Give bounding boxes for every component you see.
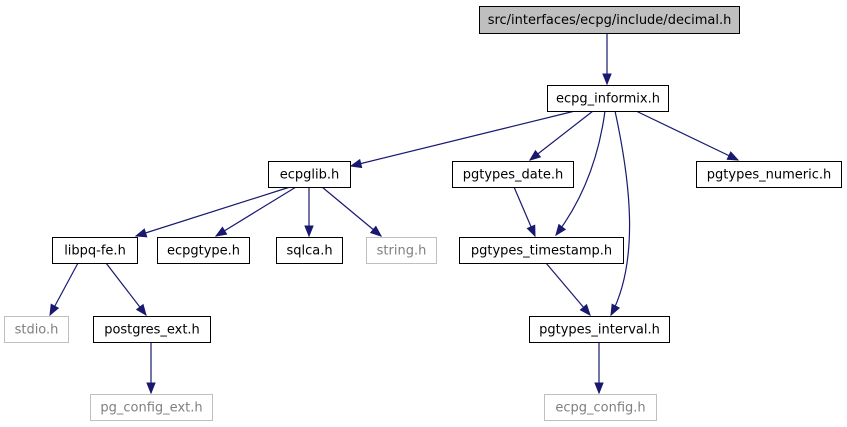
edge-pgtypes_date_h-to-pgtypes_timestamp_h: [513, 186, 536, 238]
edge-line: [215, 186, 297, 237]
node-box: [544, 394, 657, 421]
node-box: [529, 316, 670, 343]
node-label: libpq-fe.h: [64, 244, 126, 259]
node-label: ecpg_informix.h: [556, 92, 660, 107]
node-box: [547, 85, 669, 112]
edge-line: [135, 186, 291, 237]
edge-line: [610, 110, 631, 316]
edge-line: [350, 110, 576, 167]
node-box: [268, 161, 351, 188]
node-pg-config-ext-h: pg_config_ext.h: [90, 394, 213, 421]
node-box: [366, 237, 437, 264]
edge-arrowhead: [594, 382, 604, 395]
node-pgtypes-interval-h[interactable]: pgtypes_interval.h: [529, 316, 670, 343]
edges-layer: [49, 33, 740, 395]
edge-arrowhead: [134, 228, 148, 238]
node-pgtypes-numeric-h[interactable]: pgtypes_numeric.h: [696, 161, 842, 188]
node-box: [90, 394, 213, 421]
node-libpq-fe-h[interactable]: libpq-fe.h: [52, 237, 138, 264]
edge-arrowhead: [214, 226, 228, 237]
node-pgtypes-timestamp-h[interactable]: pgtypes_timestamp.h: [459, 237, 624, 264]
node-postgres-ext-h[interactable]: postgres_ext.h: [93, 316, 211, 343]
edge-arrowhead: [528, 149, 542, 161]
node-box: [276, 237, 343, 264]
node-label: string.h: [377, 244, 427, 259]
edge-arrowhead: [726, 151, 740, 161]
node-label: ecpgtype.h: [167, 244, 240, 259]
node-label: pgtypes_interval.h: [539, 323, 660, 338]
node-label: stdio.h: [15, 323, 59, 338]
node-label: postgres_ext.h: [104, 323, 200, 338]
edge-arrowhead: [369, 225, 383, 237]
node-box: [52, 237, 138, 264]
node-label: pgtypes_timestamp.h: [471, 244, 612, 259]
node-ecpgtype-h[interactable]: ecpgtype.h: [157, 237, 250, 264]
edge-line: [321, 186, 382, 237]
edge-ecpg_informix_h-to-pgtypes_numeric_h: [635, 110, 740, 161]
node-box: [93, 316, 211, 343]
edge-libpq_fe_h-to-stdio_h: [49, 262, 79, 317]
node-ecpg-config-h: ecpg_config.h: [544, 394, 657, 421]
edge-arrowhead: [610, 303, 621, 317]
node-box: [4, 316, 69, 343]
edge-arrowhead: [526, 224, 536, 238]
edge-line: [555, 110, 606, 236]
edge-line: [105, 262, 147, 316]
edge-line: [529, 110, 594, 161]
edge-arrowhead: [135, 303, 147, 317]
node-label: pgtypes_date.h: [463, 168, 564, 183]
edge-pgtypes_interval_h-to-ecpg_config_h: [594, 342, 604, 395]
node-box: [452, 161, 574, 188]
edge-line: [635, 110, 739, 161]
node-box: [479, 6, 740, 34]
edge-ecpglib_h-to-libpq_fe_h: [134, 186, 291, 238]
node-pgtypes-date-h[interactable]: pgtypes_date.h: [452, 161, 574, 188]
edge-arrowhead: [304, 225, 314, 238]
node-label: pgtypes_numeric.h: [707, 168, 831, 183]
edge-decimal_h-to-ecpg_informix_h: [602, 33, 612, 86]
node-string-h: string.h: [366, 237, 437, 264]
node-label: pg_config_ext.h: [100, 401, 202, 416]
node-stdio-h: stdio.h: [4, 316, 69, 343]
edge-arrowhead: [602, 73, 612, 86]
edge-ecpglib_h-to-string_h: [321, 186, 383, 237]
node-box: [459, 237, 624, 264]
edge-postgres_ext_h-to-pg_config_ext_h: [146, 342, 156, 395]
edge-pgtypes_timestamp_h-to-pgtypes_interval_h: [545, 262, 591, 317]
edge-arrowhead: [349, 158, 363, 169]
edge-ecpg_informix_h-to-ecpglib_h: [349, 110, 576, 169]
edge-ecpg_informix_h-to-pgtypes_interval_h: [610, 110, 631, 317]
edge-ecpg_informix_h-to-pgtypes_timestamp_h: [555, 110, 606, 237]
edge-ecpg_informix_h-to-pgtypes_date_h: [528, 110, 594, 161]
edge-arrowhead: [579, 303, 591, 317]
node-label: ecpg_config.h: [555, 401, 645, 416]
node-box: [157, 237, 250, 264]
node-label: sqlca.h: [286, 244, 332, 259]
edge-arrowhead: [146, 382, 156, 395]
node-label: src/interfaces/ecpg/include/decimal.h: [488, 13, 732, 28]
node-sqlca-h[interactable]: sqlca.h: [276, 237, 343, 264]
node-box: [696, 161, 842, 188]
nodes-layer: src/interfaces/ecpg/include/decimal.h ecp…: [4, 6, 842, 421]
node-label: ecpglib.h: [280, 168, 340, 183]
edge-arrowhead: [49, 303, 60, 317]
edge-ecpglib_h-to-sqlca_h: [304, 187, 314, 238]
edge-arrowhead: [555, 223, 567, 237]
node-decimal-h[interactable]: src/interfaces/ecpg/include/decimal.h: [479, 6, 740, 34]
edge-line: [545, 262, 591, 316]
node-ecpg-informix-h[interactable]: ecpg_informix.h: [547, 85, 669, 112]
node-ecpglib-h[interactable]: ecpglib.h: [268, 161, 351, 188]
edge-libpq_fe_h-to-postgres_ext_h: [105, 262, 147, 317]
edge-ecpglib_h-to-ecpgtype_h: [214, 186, 297, 237]
